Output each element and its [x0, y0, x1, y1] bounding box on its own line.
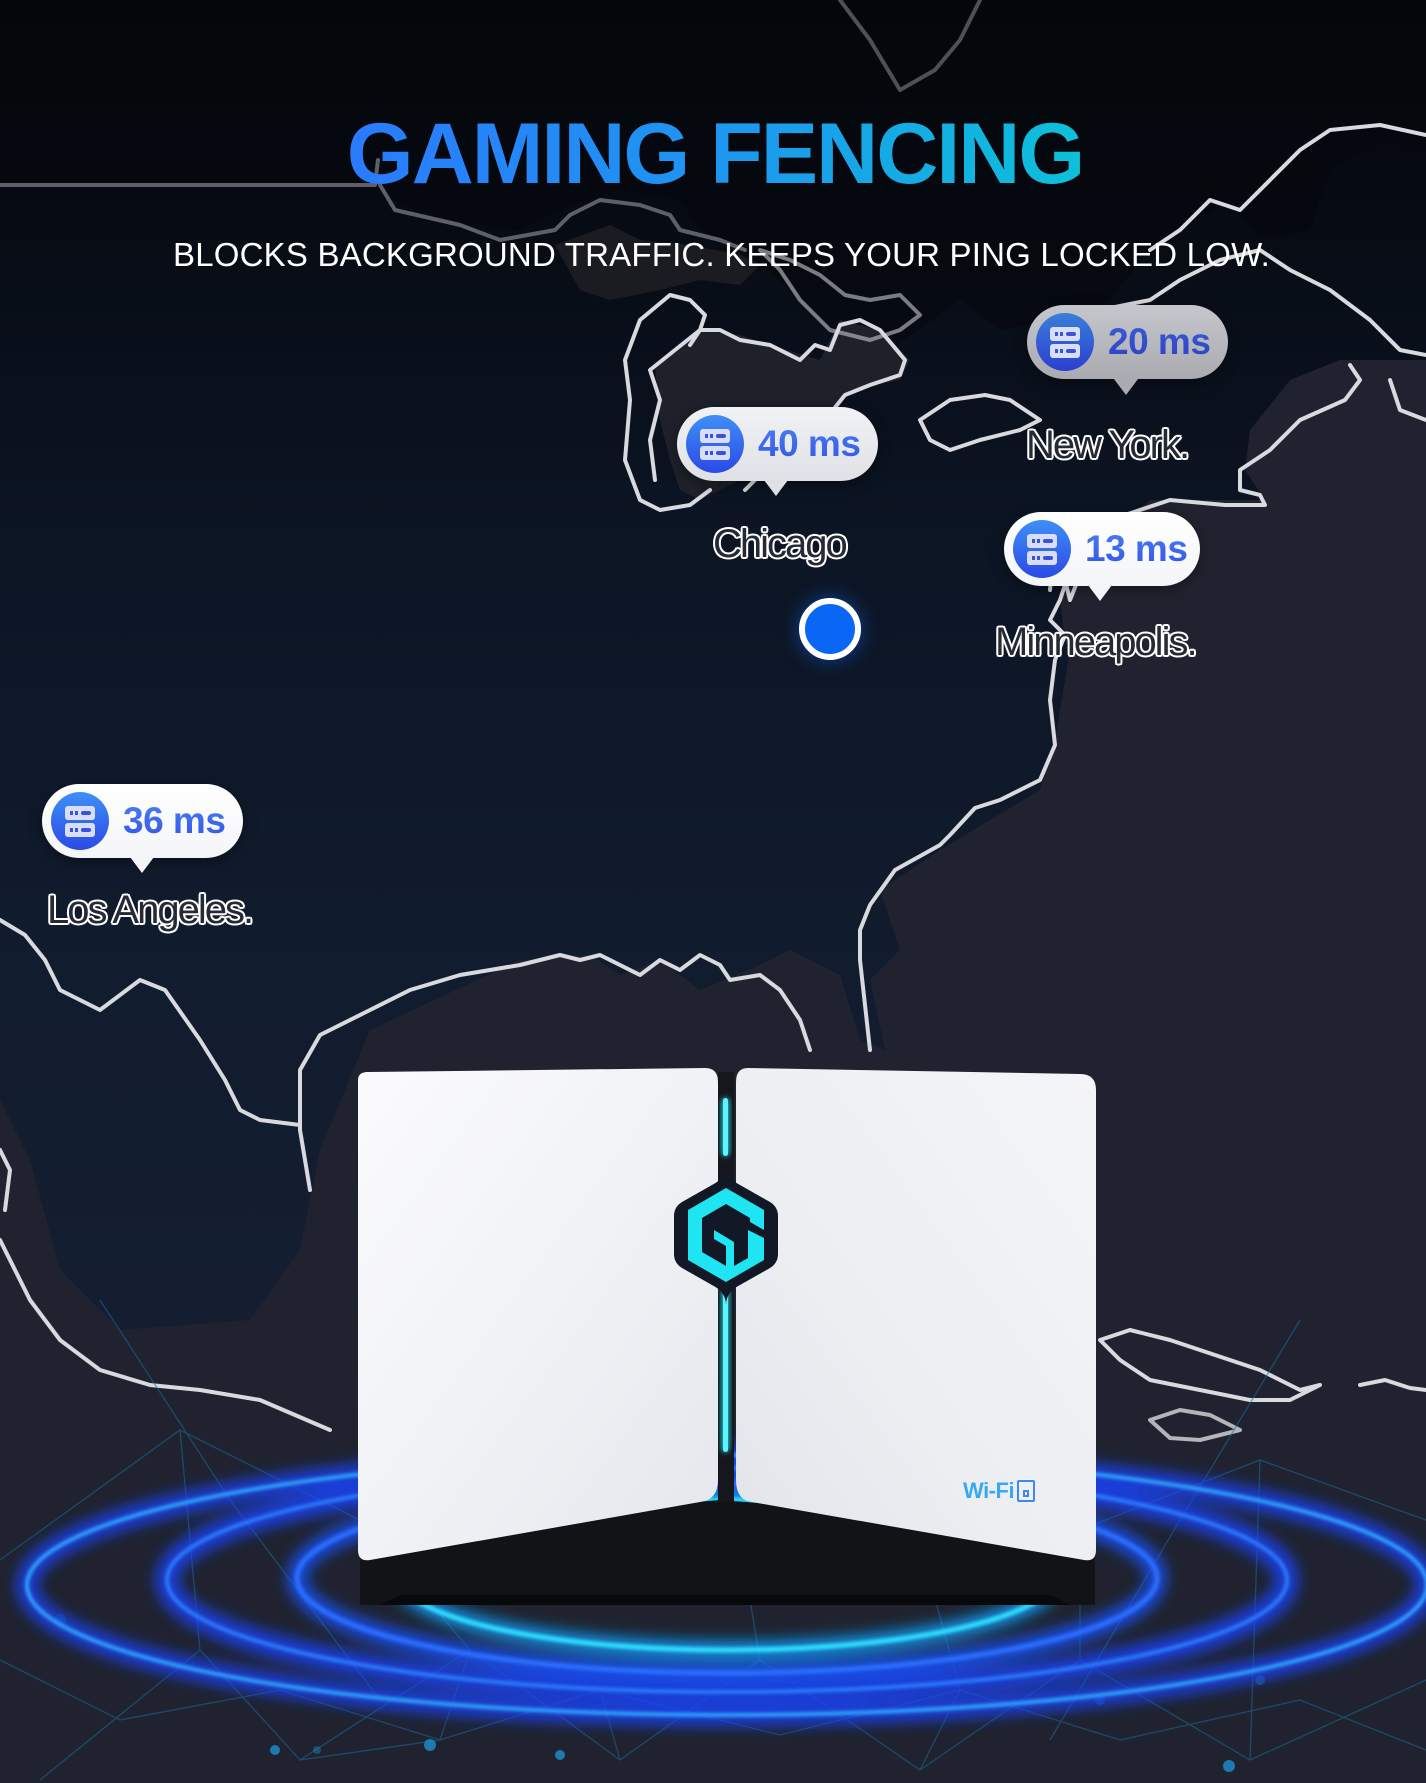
latency-bubble[interactable]: 20 ms	[1027, 305, 1228, 379]
wifi-6-icon	[1017, 1480, 1036, 1502]
bubble-tail	[1114, 379, 1138, 395]
latency-bubble[interactable]: 13 ms	[1004, 512, 1200, 586]
latency-value: 20 ms	[1108, 321, 1211, 362]
location-dot-icon	[799, 598, 861, 660]
latency-bubble[interactable]: 36 ms	[42, 784, 243, 858]
latency-value: 40 ms	[758, 423, 861, 464]
city-label: New York.	[1026, 423, 1190, 467]
latency-value: 36 ms	[123, 800, 226, 841]
latency-value: 13 ms	[1085, 528, 1188, 569]
wifi-6-badge: Wi-Fi	[963, 1478, 1036, 1504]
server-icon	[51, 792, 109, 850]
bubble-tail	[764, 480, 788, 496]
server-icon	[686, 415, 744, 473]
page-title-container: GAMING FENCING	[330, 104, 1100, 204]
wifi-label: Wi-Fi	[963, 1478, 1015, 1503]
bubble-tail	[130, 857, 154, 873]
router-device	[358, 1068, 1096, 1605]
page-subtitle: BLOCKS BACKGROUND TRAFFIC. KEEPS YOUR PI…	[173, 236, 1270, 273]
city-label: Minneapolis.	[995, 620, 1198, 664]
page-title: GAMING FENCING	[330, 104, 1100, 204]
bubble-tail	[1088, 585, 1112, 601]
server-icon	[1013, 520, 1071, 578]
city-label: Los Angeles.	[47, 888, 254, 932]
city-label: Chicago	[713, 522, 848, 566]
server-icon	[1036, 313, 1094, 371]
brand-logo-icon	[688, 1188, 764, 1282]
latency-bubble[interactable]: 40 ms	[677, 407, 878, 481]
